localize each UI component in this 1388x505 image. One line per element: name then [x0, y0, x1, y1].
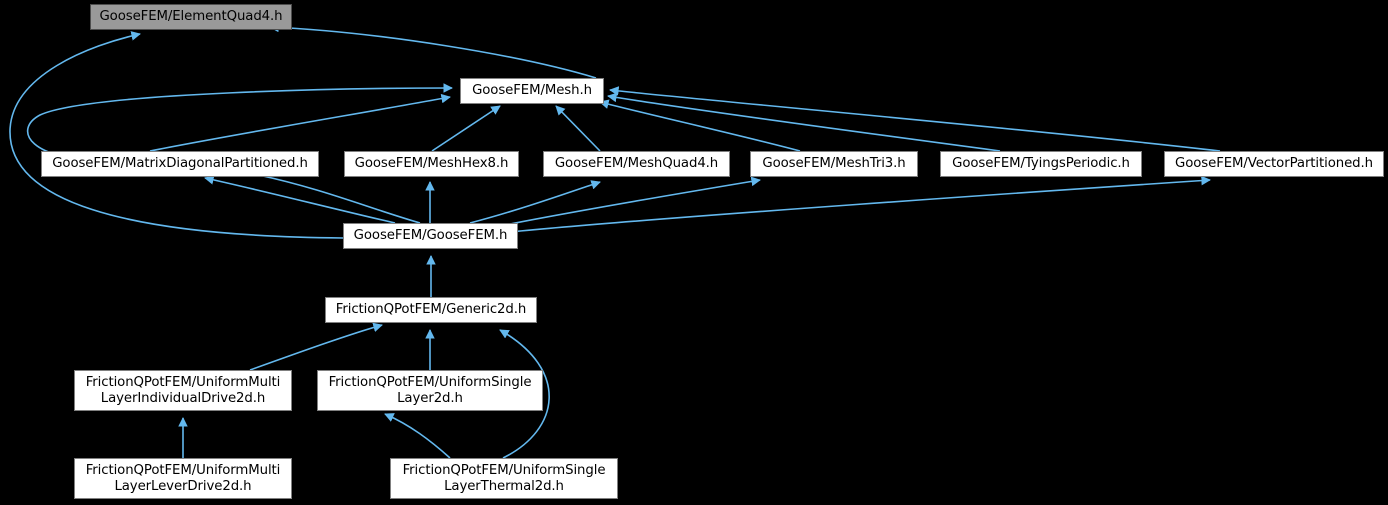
graph-node-meshhex8[interactable]: GooseFEM/MeshHex8.h: [344, 151, 519, 177]
graph-node-tyingsperiodic[interactable]: GooseFEM/TyingsPeriodic.h: [940, 151, 1142, 177]
graph-node-meshtri3[interactable]: GooseFEM/MeshTri3.h: [750, 151, 918, 177]
edge-group: [9, 22, 1221, 459]
graph-edge-goosefem-to-meshtri3: [499, 176, 761, 227]
graph-node-label: GooseFEM/TyingsPeriodic.h: [952, 156, 1130, 172]
graph-node-label: GooseFEM/MatrixDiagonalPartitioned.h: [52, 156, 308, 172]
graph-node-label: GooseFEM/MeshHex8.h: [354, 156, 509, 172]
graph-edge-goosefem-to-mesh: [26, 83, 453, 224]
graph-edge-goosefem-to-matrixdiagpart: [204, 175, 396, 224]
graph-edge-goosefem-to-elementquad4: [9, 31, 344, 239]
graph-node-generic2d[interactable]: FrictionQPotFEM/Generic2d.h: [325, 297, 537, 323]
graph-edge-matrixdiagpart-to-mesh: [149, 93, 451, 152]
graph-node-label: GooseFEM/ElementQuad4.h: [99, 9, 283, 25]
graph-edge-meshtri3-to-mesh: [599, 99, 801, 152]
graph-edge-goosefem-to-vectorpart: [509, 175, 1211, 233]
graph-edge-singlethermal-to-generic2d: [499, 329, 550, 459]
graph-node-goosefem[interactable]: GooseFEM/GooseFEM.h: [343, 223, 518, 249]
graph-node-label: FrictionQPotFEM/Generic2d.h: [335, 302, 527, 318]
graph-edge-meshhex8-to-mesh: [431, 105, 501, 152]
graph-edge-multiindiv-to-generic2d: [249, 322, 383, 371]
graph-node-label: GooseFEM/Mesh.h: [472, 83, 592, 99]
graph-node-label: GooseFEM/VectorPartitioned.h: [1175, 156, 1373, 172]
graph-edge-tyingsperiodic-to-mesh: [607, 92, 1001, 152]
graph-node-label: GooseFEM/GooseFEM.h: [353, 228, 508, 244]
graph-node-label: GooseFEM/MeshQuad4.h: [554, 156, 719, 172]
graph-edge-mesh-to-elementquad4: [269, 22, 597, 79]
graph-node-mesh[interactable]: GooseFEM/Mesh.h: [460, 78, 604, 104]
graph-node-meshquad4[interactable]: GooseFEM/MeshQuad4.h: [543, 151, 730, 177]
graph-node-vectorpart[interactable]: GooseFEM/VectorPartitioned.h: [1164, 151, 1384, 177]
graph-edge-goosefem-to-meshquad4: [469, 180, 601, 224]
graph-edge-meshquad4-to-mesh: [555, 105, 601, 152]
graph-node-label: GooseFEM/MeshTri3.h: [762, 156, 906, 172]
graph-node-elementquad4[interactable]: GooseFEM/ElementQuad4.h: [90, 4, 292, 30]
graph-edge-vectorpart-to-mesh: [609, 86, 1221, 152]
graph-edge-singlethermal-to-singlelayer: [384, 413, 451, 459]
graph-node-matrixdiagpart[interactable]: GooseFEM/MatrixDiagonalPartitioned.h: [41, 151, 319, 177]
